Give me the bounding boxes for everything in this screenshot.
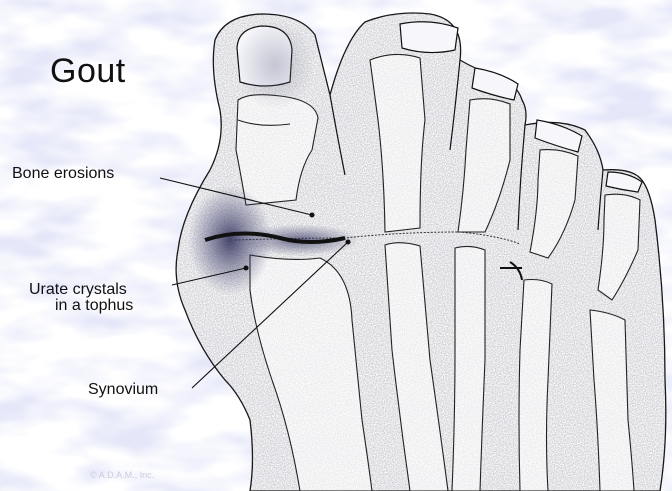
synovium-pointer — [346, 240, 350, 244]
urate-crystals-pointer — [244, 266, 248, 270]
label-synovium: Synovium — [88, 380, 158, 399]
bone-erosions-pointer — [310, 213, 314, 217]
diagram-title: Gout — [50, 52, 126, 91]
toe-shading — [235, 20, 315, 110]
label-bone-erosions: Bone erosions — [12, 164, 114, 183]
label-urate-crystals-line2: in a tophus — [55, 296, 133, 315]
copyright-credit: © A.D.A.M., Inc. — [90, 470, 154, 480]
